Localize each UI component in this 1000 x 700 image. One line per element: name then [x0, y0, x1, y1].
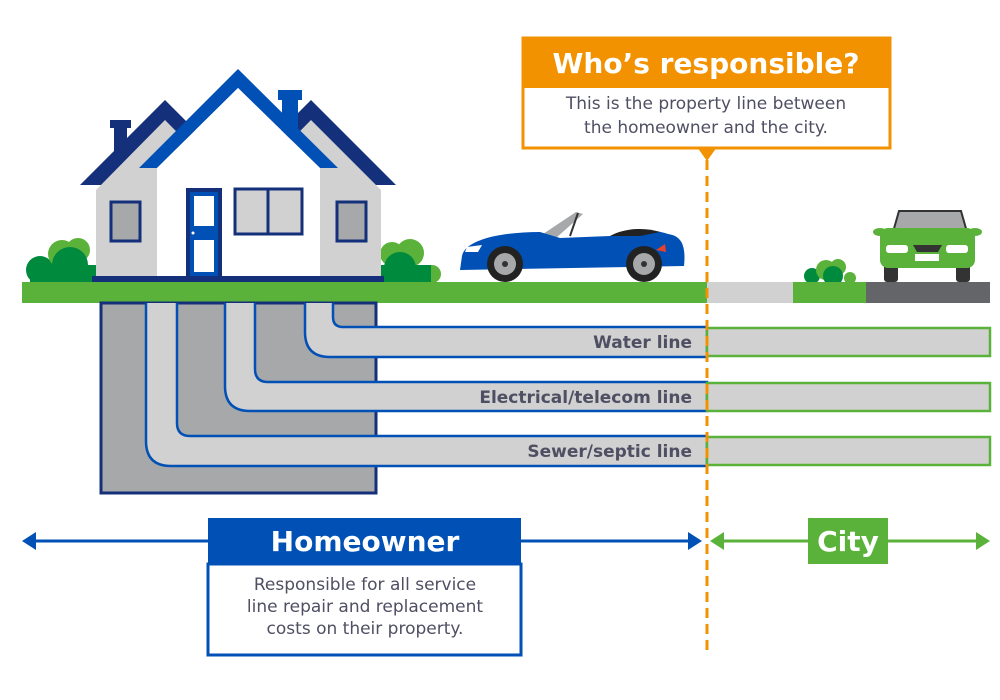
- city-range-arrow: City: [710, 518, 990, 564]
- sewer-line-label: Sewer/septic line: [527, 442, 692, 462]
- convertible-car-illustration: [460, 212, 685, 282]
- sedan-car-illustration: [873, 210, 982, 282]
- callout: Who’s responsible? This is the property …: [521, 36, 892, 161]
- ground-grass-homeowner: [22, 282, 707, 303]
- callout-line-1: This is the property line between: [565, 94, 846, 114]
- homeowner-line-1: Responsible for all service: [254, 575, 476, 595]
- homeowner-line-2: line repair and replacement: [247, 597, 483, 617]
- bush-city: [804, 259, 856, 286]
- water-line-label: Water line: [593, 333, 692, 353]
- bush-right: [380, 239, 441, 284]
- arrow-right-icon: [976, 532, 990, 550]
- arrow-left-icon: [22, 532, 36, 550]
- electrical-pipe-city: [705, 381, 992, 413]
- road: [866, 282, 990, 303]
- water-pipe-city: [705, 326, 992, 358]
- city-title: City: [817, 525, 879, 558]
- pipes: [144, 303, 992, 468]
- ground-grass-city: [793, 282, 866, 303]
- homeowner-box: Homeowner Responsible for all service li…: [206, 518, 523, 657]
- homeowner-line-3: costs on their property.: [267, 619, 464, 639]
- window-left: [109, 200, 142, 243]
- sewer-pipe-city: [705, 435, 992, 467]
- arrow-left-icon: [710, 532, 724, 550]
- window-right: [335, 200, 368, 243]
- house-illustration: [80, 69, 396, 282]
- homeowner-title: Homeowner: [271, 525, 460, 558]
- callout-line-2: the homeowner and the city.: [584, 118, 828, 138]
- bush-left: [26, 238, 96, 284]
- electrical-line-label: Electrical/telecom line: [479, 388, 692, 408]
- sidewalk: [707, 282, 793, 303]
- arrow-right-icon: [688, 532, 702, 550]
- callout-title: Who’s responsible?: [553, 47, 860, 80]
